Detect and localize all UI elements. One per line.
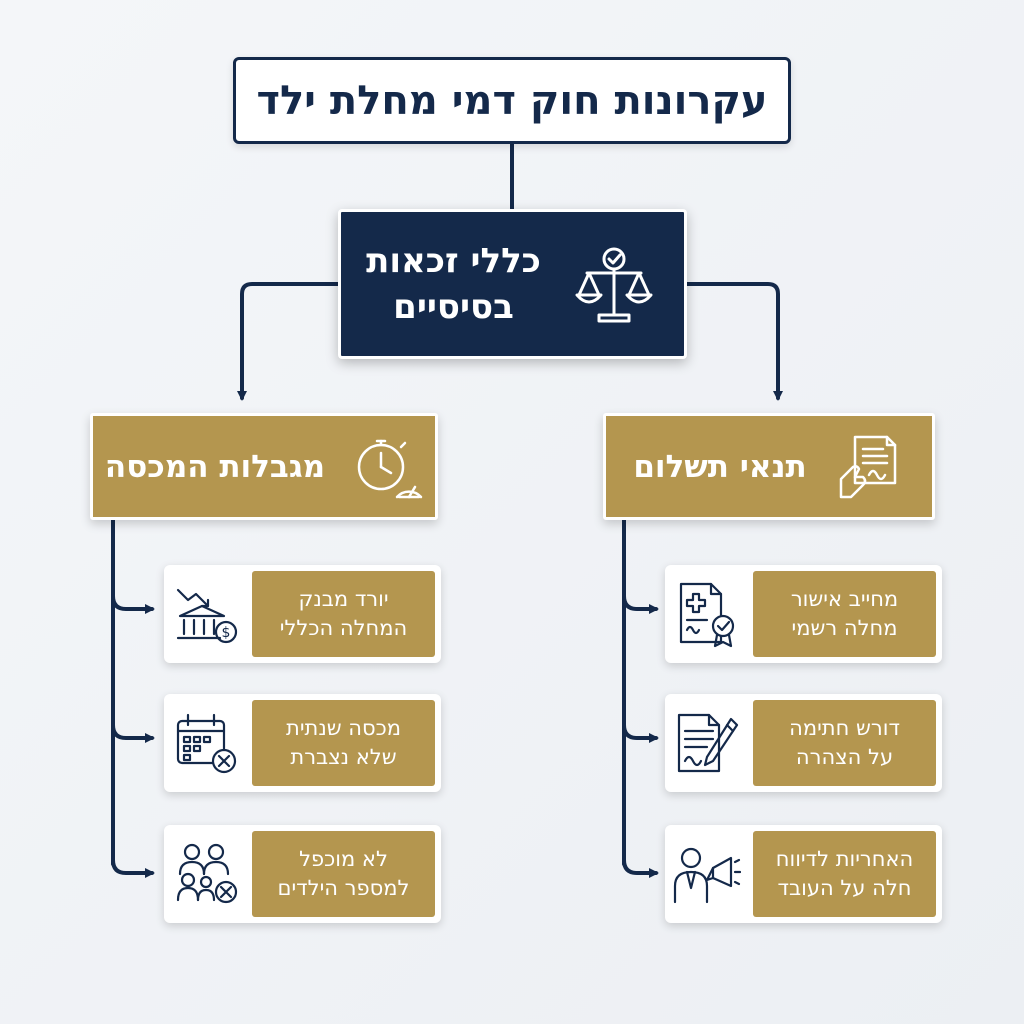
item-medical-approval: מחייב אישור מחלה רשמי	[665, 565, 942, 663]
item-signature-required: דורש חתימה על הצהרה	[665, 694, 942, 792]
category-payment-terms-label: תנאי תשלום	[633, 448, 807, 485]
bank-decline-icon: $	[170, 578, 242, 650]
connector-left-item-3	[111, 858, 155, 878]
root-label-line1: כללי זכאות	[366, 241, 541, 281]
connector-root-left	[237, 282, 340, 401]
item-not-multiplied-text: לא מוכפל למספר הילדים	[252, 831, 435, 917]
medical-certificate-icon	[671, 578, 743, 650]
root-label-line2: בסיסיים	[393, 287, 514, 327]
category-payment-terms: תנאי תשלום	[603, 413, 935, 520]
item-reporting-responsibility: האחריות לדיווח חלה על העובד	[665, 825, 942, 923]
calendar-cancel-icon	[170, 707, 242, 779]
diagram-title-text: עקרונות חוק דמי מחלת ילד	[256, 77, 768, 124]
root-label: כללי זכאות בסיסיים	[366, 238, 541, 330]
connector-right-item-2	[622, 723, 659, 743]
item-medical-approval-text: מחייב אישור מחלה רשמי	[753, 571, 936, 657]
family-cancel-icon	[170, 838, 242, 910]
connector-right-item-1	[622, 594, 659, 614]
scales-icon	[569, 239, 659, 329]
document-sign-icon	[671, 707, 743, 779]
item-bank-deduction: יורד מבנק המחלה הכללי $	[164, 565, 441, 663]
stopwatch-icon	[351, 431, 423, 503]
connector-right-item-3	[622, 858, 659, 878]
item-signature-required-text: דורש חתימה על הצהרה	[753, 700, 936, 786]
connector-root-right	[685, 282, 783, 401]
category-quota-limits: מגבלות המכסה	[90, 413, 438, 520]
root-node: כללי זכאות בסיסיים	[338, 209, 687, 359]
employee-megaphone-icon	[671, 838, 743, 910]
item-annual-quota: מכסה שנתית שלא נצברת	[164, 694, 441, 792]
connector-left-item-1	[111, 594, 155, 614]
svg-text:$: $	[222, 625, 231, 641]
connector-left-item-2	[111, 723, 155, 743]
item-reporting-responsibility-text: האחריות לדיווח חלה על העובד	[753, 831, 936, 917]
item-bank-deduction-text: יורד מבנק המחלה הכללי	[252, 571, 435, 657]
category-quota-limits-label: מגבלות המכסה	[104, 448, 326, 485]
signed-document-icon	[833, 431, 905, 503]
item-not-multiplied: לא מוכפל למספר הילדים	[164, 825, 441, 923]
diagram-title: עקרונות חוק דמי מחלת ילד	[233, 57, 791, 144]
item-annual-quota-text: מכסה שנתית שלא נצברת	[252, 700, 435, 786]
